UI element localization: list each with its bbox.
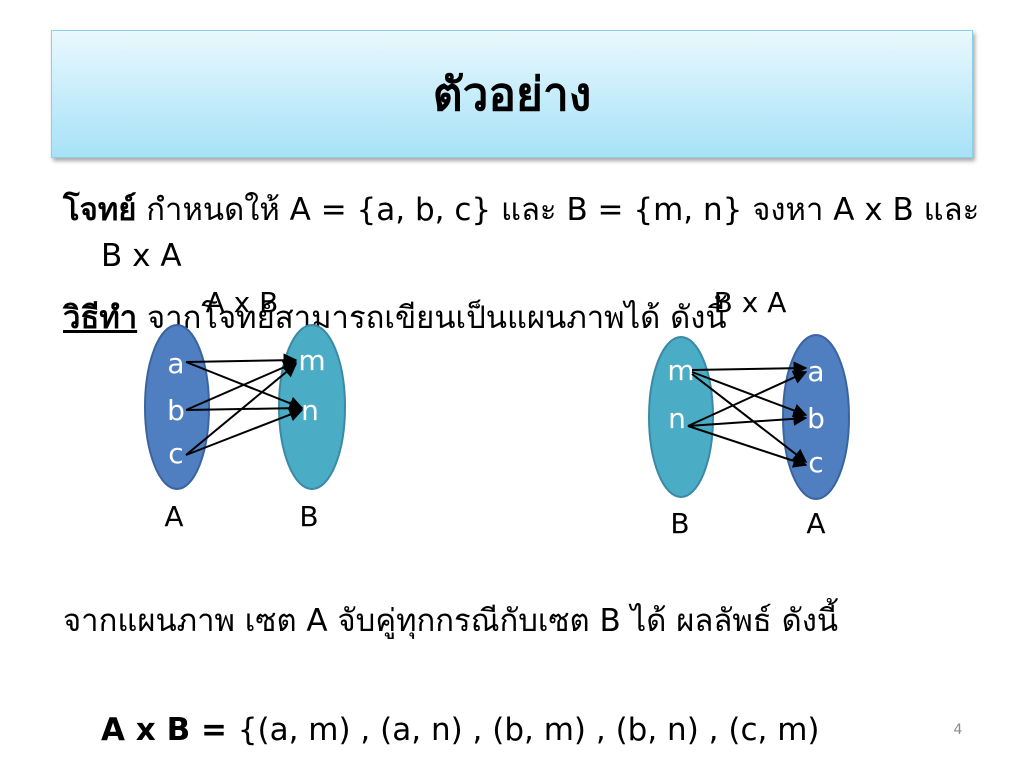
problem-label: โจทย์ (63, 192, 137, 228)
method-statement: วิธีทำ จากโจทย์สามารถเขียนเป็นแผนภาพได้ … (63, 295, 1001, 341)
result-text: {(a, m) , (a, n) , (b, m) , (b, n) , (c,… (237, 712, 820, 748)
method-text: จากโจทย์สามารถเขียนเป็นแผนภาพได้ ดังนี้ (137, 300, 727, 336)
diagram-bxa: B x A m n a b c B A (648, 286, 850, 540)
result-label: A x B = (101, 712, 238, 748)
element-b: b (167, 394, 185, 427)
arrow-n-a (687, 370, 808, 427)
element-b-right: b (807, 402, 825, 435)
element-m-right: m (667, 354, 694, 387)
element-c-right: c (808, 446, 823, 479)
set-a-label: A (164, 500, 183, 533)
slide-number: 4 (954, 722, 963, 738)
title-banner: ตัวอย่าง (51, 30, 973, 158)
element-m: m (298, 344, 325, 377)
problem-text: กำหนดให้ A = {a, b, c} และ B = {m, n} จง… (101, 192, 980, 274)
set-b-label-right: B (670, 507, 689, 540)
element-n: n (301, 394, 319, 427)
slide-title: ตัวอย่าง (432, 66, 592, 121)
problem-statement: โจทย์ กำหนดให้ A = {a, b, c} และ B = {m,… (63, 187, 1001, 279)
element-n-right: n (668, 402, 686, 435)
arrow-a-m (185, 353, 298, 368)
diagram-axb-heading: A x B (206, 286, 279, 319)
arrow-m-a (691, 361, 808, 376)
arrow-m-b (691, 371, 808, 418)
arrow-c-n (185, 408, 304, 456)
set-b-label: B (299, 500, 318, 533)
diagram-bxa-heading: B x A (714, 286, 787, 319)
element-c: c (168, 437, 183, 470)
conclusion-statement: จากแผนภาพ เซต A จับคู่ทุกกรณีกับเซต B ได… (63, 603, 839, 639)
set-a-label-right: A (806, 507, 825, 540)
arrow-m-c (691, 373, 808, 463)
arrow-n-b (687, 411, 808, 427)
element-a-right: a (807, 355, 824, 388)
arrow-b-m (185, 360, 298, 411)
method-label: วิธีทำ (63, 300, 138, 336)
arrow-c-m (185, 363, 298, 456)
arrow-b-n (185, 401, 304, 416)
result-statement: A x B = {(a, m) , (a, n) , (b, m) , (b, … (101, 707, 1001, 753)
diagram-axb: A x B a b c m n A B (144, 286, 346, 533)
element-a: a (167, 347, 184, 380)
arrow-n-c (687, 425, 808, 468)
